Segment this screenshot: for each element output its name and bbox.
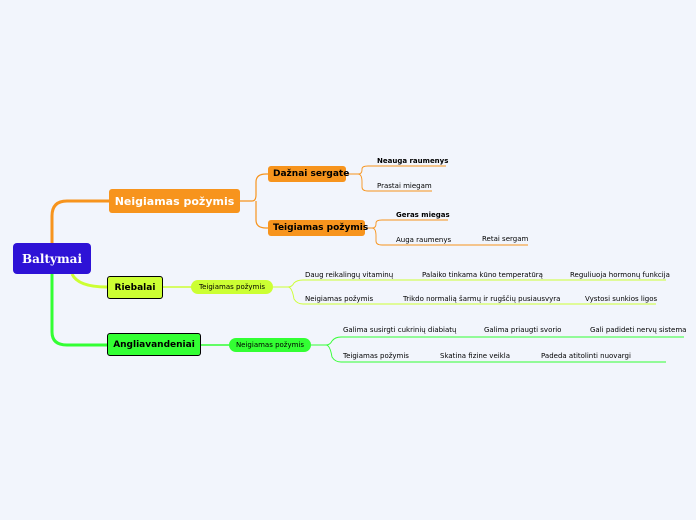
connector-root-neigiamas — [50, 199, 109, 243]
leaf-retai-sergam[interactable]: Retai sergam — [482, 235, 529, 243]
connector-riebalai-rows — [273, 279, 666, 305]
node-angliavandeniai[interactable]: Angliavandeniai — [107, 333, 201, 356]
leaf-angl-nervu[interactable]: Gali padideti nervų sistema — [590, 326, 687, 334]
leaf-riebalai-hormonu[interactable]: Reguliuoja hormonų funkcija — [570, 271, 670, 279]
leaf-riebalai-neigiamas[interactable]: Neigiamas požymis — [305, 295, 374, 303]
leaf-angl-diabiatu[interactable]: Galima susirgti cukrinių diabiatų — [343, 326, 457, 334]
leaf-angl-teigiamas[interactable]: Teigiamas požymis — [343, 352, 409, 360]
leaf-riebalai-vitaminu[interactable]: Daug reikalingų vitaminų — [305, 271, 394, 279]
leaf-riebalai-ligos[interactable]: Vystosi sunkios ligos — [585, 295, 658, 303]
leaf-angl-fizine[interactable]: Skatina fizine veikla — [440, 352, 510, 360]
leaf-geras-miegas[interactable]: Geras miegas — [396, 211, 450, 219]
node-riebalai[interactable]: Riebalai — [107, 276, 163, 299]
leaf-riebalai-temperatura[interactable]: Palaiko tinkama kūno temperatūrą — [422, 271, 543, 279]
leaf-auga-raumenys[interactable]: Auga raumenys — [396, 236, 452, 244]
connector-teigiamas-leaves — [365, 219, 528, 246]
pill-angliavandeniai-neigiamas[interactable]: Neigiamas požymis — [229, 338, 311, 352]
connector-neigiamas-subs — [240, 173, 268, 229]
node-neigiamas-pozymis[interactable]: Neigiamas požymis — [109, 189, 240, 213]
leaf-neauga-raumenys[interactable]: Neauga raumenys — [377, 157, 449, 165]
node-daznai-sergate[interactable]: Dažnai sergate — [268, 166, 349, 182]
connector-root-angliavandeniai — [50, 274, 107, 347]
leaf-angl-nuovargi[interactable]: Padeda atitolinti nuovargi — [541, 352, 631, 360]
pill-riebalai-teigiamas[interactable]: Teigiamas požymis — [191, 280, 273, 294]
connector-angliavandeniai-rows — [311, 336, 684, 363]
node-teigiamas-pozymis-orange[interactable]: Teigiamas požymis — [268, 220, 368, 236]
connector-dazni-leaves — [346, 165, 446, 192]
root-node-baltymai[interactable]: Baltymai — [13, 243, 91, 274]
leaf-angl-svorio[interactable]: Galima priaugti svorio — [484, 326, 562, 334]
leaf-riebalai-pusiausvyra[interactable]: Trikdo normalią šarmų ir rugščių pusiaus… — [403, 295, 561, 303]
connector-root-riebalai — [70, 273, 108, 289]
leaf-prastai-miegam[interactable]: Prastai miegam — [377, 182, 432, 190]
